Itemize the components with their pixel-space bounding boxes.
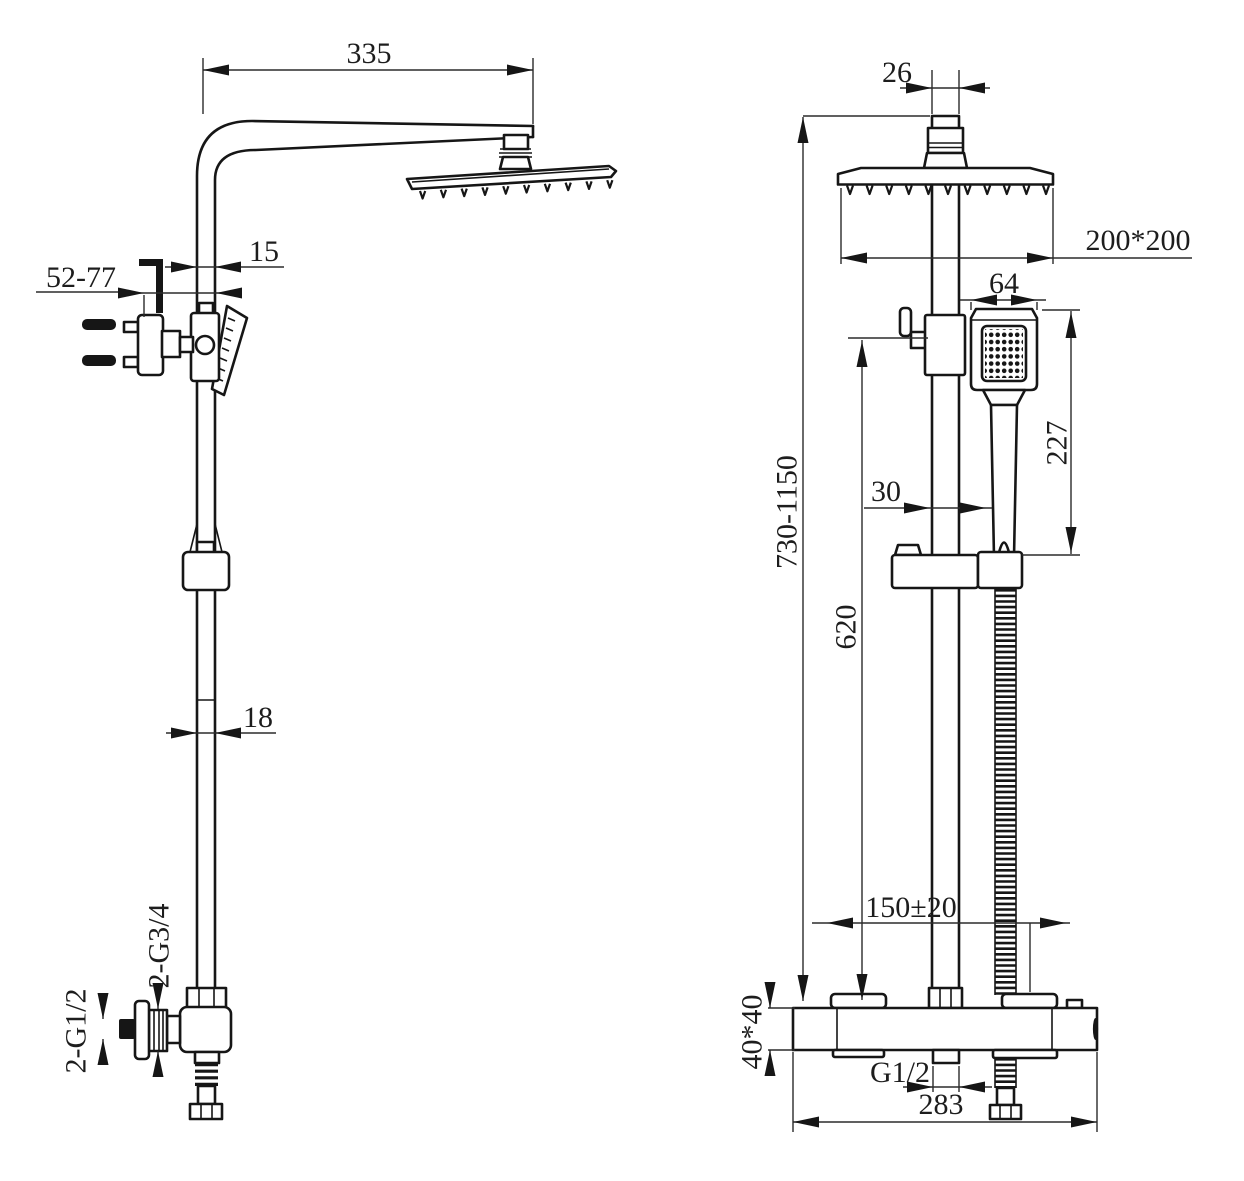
dim-valve-profile-40x40: 40*40 <box>736 982 795 1076</box>
dim-label-handset-length: 227 <box>1041 421 1074 466</box>
right-valve-bar <box>791 992 1099 1065</box>
right-slider-bracket <box>890 543 1024 590</box>
right-rain-head <box>836 166 1055 196</box>
dim-head-size-200x200: 200*200 <box>840 188 1192 264</box>
dim-label-inlet-centres: 150±20 <box>865 891 956 924</box>
dim-riser-thread-2-g34: 2-G3/4 <box>143 904 176 1077</box>
dim-inlet-thread-2-g12: 2-G1/2 <box>60 989 109 1074</box>
dim-label-handset-width: 64 <box>989 267 1019 300</box>
handset-handle <box>989 403 1019 559</box>
left-rain-head <box>405 164 618 200</box>
slider-knob <box>194 334 216 356</box>
dim-wall-clearance-52-77: 52-77 <box>36 261 242 317</box>
dim-rail-length-620: 620 <box>830 337 928 1000</box>
dim-head-offset-15: 15 <box>165 235 284 273</box>
dim-inlet-centres-150-20: 150±20 <box>812 891 1070 992</box>
left-coupling <box>181 540 231 592</box>
dim-pipe-diameter-18: 18 <box>166 701 276 739</box>
dim-rail-gap-30: 30 <box>864 475 992 514</box>
dim-label-head-offset: 15 <box>249 235 279 268</box>
screw-bottom <box>82 355 116 366</box>
right-head-connector <box>922 126 969 170</box>
left-nozzle-row <box>418 179 614 200</box>
screw-top <box>82 319 116 330</box>
handset-spray-face <box>985 329 1023 378</box>
dim-label-overall-height: 730-1150 <box>771 455 804 569</box>
dim-handset-length-227: 227 <box>1022 309 1080 556</box>
dim-label-rail-length: 620 <box>830 605 863 650</box>
valve-outlet <box>931 1048 961 1065</box>
dim-label-pipe-width: 26 <box>882 56 912 89</box>
dim-label-rail-gap: 30 <box>871 475 901 508</box>
dim-overall-height-730-1150: 730-1150 <box>771 115 930 1001</box>
dim-label-valve-length: 283 <box>919 1088 964 1121</box>
dim-label-pipe-diameter: 18 <box>243 701 273 734</box>
right-shower-hose <box>994 589 1017 995</box>
dim-label-outlet-thread: G1/2 <box>870 1056 930 1089</box>
dim-label-wall-clearance: 52-77 <box>46 261 116 294</box>
left-riser-and-arm <box>189 119 535 992</box>
left-slider <box>189 301 221 383</box>
right-hand-shower <box>969 307 1039 559</box>
dim-valve-length-283: 283 <box>792 1052 1098 1132</box>
valve-knob <box>119 1019 135 1039</box>
left-wall-bracket <box>82 259 195 377</box>
dim-label-inlet-thread: 2-G1/2 <box>60 989 93 1074</box>
valve-body <box>791 1006 1099 1052</box>
right-riser-pipe <box>930 114 961 990</box>
right-outlet-hose <box>988 1058 1023 1121</box>
right-diverter <box>898 306 967 377</box>
dim-label-head-size: 200*200 <box>1086 224 1191 257</box>
inlet-foot-right <box>1000 992 1059 1010</box>
dim-arm-length-335: 335 <box>202 37 534 124</box>
right-nozzle-row <box>845 185 1051 196</box>
bracket-section-symbol <box>139 259 163 313</box>
left-view: 335 15 52-77 18 2-G3/4 <box>36 37 618 1121</box>
left-arm-connector <box>498 133 533 171</box>
inlet-foot-left <box>829 992 888 1010</box>
dim-label-arm-length: 335 <box>347 37 392 70</box>
dim-label-riser-thread: 2-G3/4 <box>143 904 176 989</box>
dim-handset-width-64: 64 <box>960 267 1046 310</box>
dim-label-valve-profile: 40*40 <box>736 995 769 1070</box>
right-riser-nut <box>927 986 964 1010</box>
dim-pipe-width-26: 26 <box>882 56 990 114</box>
left-valve <box>119 986 233 1061</box>
left-outlet-hose <box>188 1050 224 1121</box>
diverter-lever <box>898 306 913 338</box>
dim-outlet-thread-g12: G1/2 <box>870 1056 992 1093</box>
right-view: 26 200*200 730-1150 620 64 <box>736 56 1192 1132</box>
